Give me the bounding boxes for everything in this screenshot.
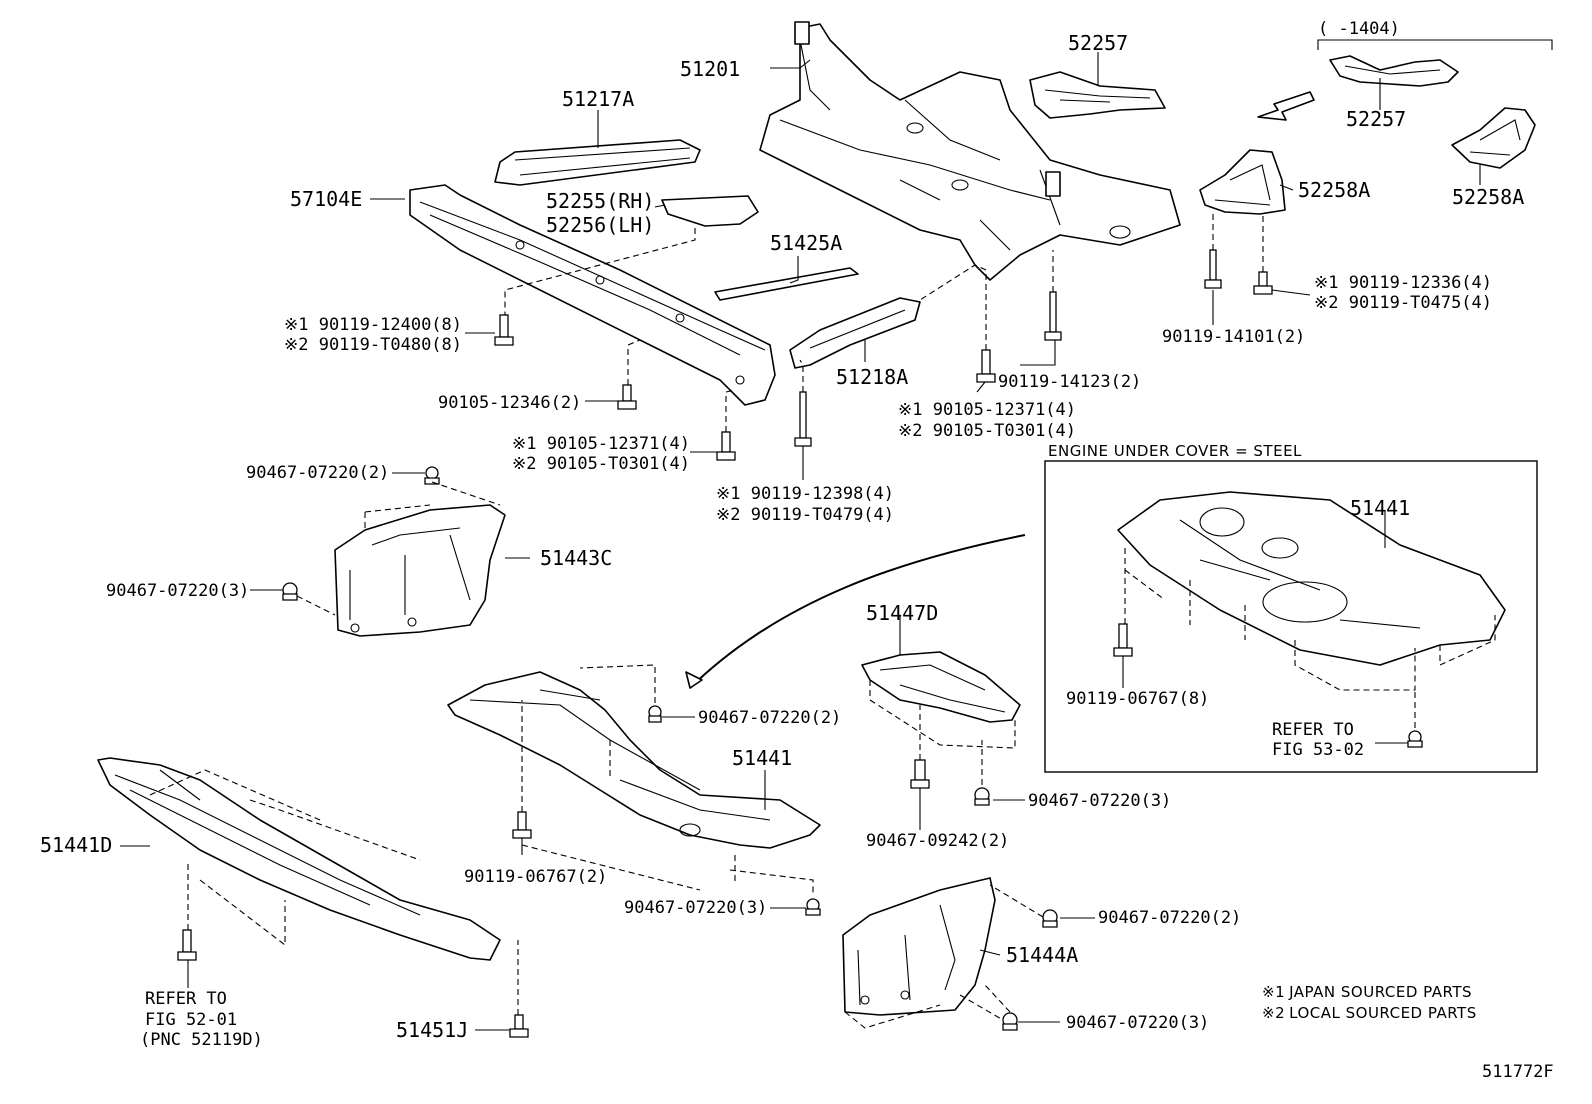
label-f-90119-12398: ※1 90119-12398(4) (716, 484, 894, 504)
refer-53-line1: REFER TO (1272, 720, 1354, 740)
label-51217A: 51217A (562, 87, 634, 111)
label-f-90119-14123: 90119-14123(2) (998, 372, 1141, 392)
label-52258A-alt: 52258A (1452, 185, 1524, 209)
label-57104E: 57104E (290, 187, 362, 211)
label-f-90467-07220-3c: 90467-07220(3) (1028, 791, 1171, 811)
cover-51441-steel-shape (1117, 491, 1506, 666)
bracket-52257-shape (1029, 71, 1166, 119)
cover-51447D-shape (861, 651, 1021, 723)
note-2-text: LOCAL SOURCED PARTS (1289, 1004, 1477, 1022)
label-f-90105-12346: 90105-12346(2) (438, 393, 581, 413)
label-f-90119-06767-8: 90119-06767(8) (1066, 689, 1209, 709)
plate-52255-shape (661, 195, 759, 227)
bolt-icons (177, 249, 1423, 1038)
label-f-90105-T0301-b: ※2 90105-T0301(4) (898, 421, 1076, 441)
label-52256: 52256(LH) (546, 213, 654, 237)
steel-cover-box (1044, 460, 1538, 773)
note-2-mark: ※2 (1262, 1004, 1285, 1022)
label-51441D: 51441D (40, 833, 112, 857)
label-f-90105-12371-a: ※1 90105-12371(4) (512, 434, 690, 454)
label-f-90119-14101: 90119-14101(2) (1162, 327, 1305, 347)
label-52255: 52255(RH) (546, 189, 654, 213)
brace-51217A-shape (494, 139, 701, 186)
label-f-90467-07220-3a: 90467-07220(3) (106, 581, 249, 601)
range-bracket (1317, 39, 1553, 50)
refer-53-line2: FIG 53-02 (1272, 740, 1364, 760)
leader-lines (120, 52, 1481, 1031)
label-f-90467-07220-2c: 90467-07220(2) (1098, 908, 1241, 928)
label-f-90467-07220-3b: 90467-07220(3) (624, 898, 767, 918)
refer-52-line3: (PNC 52119D) (140, 1030, 263, 1050)
note-1-mark: ※1 (1262, 983, 1285, 1001)
label-51443C: 51443C (540, 546, 612, 570)
bracket-52257-alt-shape (1329, 55, 1459, 87)
label-f-90119-T0479: ※2 90119-T0479(4) (716, 505, 894, 525)
bracket-52258A-shape (1199, 149, 1286, 215)
label-51441: 51441 (732, 746, 792, 770)
note-1-text: JAPAN SOURCED PARTS (1288, 983, 1472, 1001)
cover-51441-shape (447, 671, 821, 849)
bracket-52258A-alt-shape (1451, 107, 1536, 169)
label-52257: 52257 (1068, 31, 1128, 55)
label-51201: 51201 (680, 57, 740, 81)
label-52258A: 52258A (1298, 178, 1370, 202)
alignment-lines (149, 210, 1496, 1029)
crossmember-57104E-shape (409, 184, 776, 406)
crossmember-51201-shape (759, 21, 1181, 281)
label-f-90467-07220-2b: 90467-07220(2) (698, 708, 841, 728)
label-f-90467-07220-2a: 90467-07220(2) (246, 463, 389, 483)
label-f-90105-12371-b: ※1 90105-12371(4) (898, 400, 1076, 420)
label-f-90467-09242: 90467-09242(2) (866, 831, 1009, 851)
refer-52-line2: FIG 52-01 (145, 1010, 237, 1030)
label-f-90119-12336: ※1 90119-12336(4) (1314, 273, 1492, 293)
label-51444A: 51444A (1006, 943, 1078, 967)
brace-51218A-shape (789, 297, 921, 369)
cover-51443C-shape (334, 504, 506, 637)
label-f-90119-12400: ※1 90119-12400(8) (284, 315, 462, 335)
range-label: ( -1404) (1318, 19, 1400, 39)
spoiler-51441D-shape (97, 757, 501, 961)
figure-id: 511772F (1482, 1062, 1554, 1082)
label-51451J: 51451J (396, 1018, 468, 1042)
label-51425A: 51425A (770, 231, 842, 255)
label-f-90105-T0301-a: ※2 90105-T0301(4) (512, 454, 690, 474)
label-f-90119-06767-2: 90119-06767(2) (464, 867, 607, 887)
label-f-90467-07220-3d: 90467-07220(3) (1066, 1013, 1209, 1033)
refer-52-line1: REFER TO (145, 989, 227, 1009)
label-51218A: 51218A (836, 365, 908, 389)
label-51441-box: 51441 (1350, 496, 1410, 520)
label-51447D: 51447D (866, 601, 938, 625)
label-f-90119-T0475: ※2 90119-T0475(4) (1314, 293, 1492, 313)
cover-51444A-shape (842, 877, 996, 1016)
strip-51425A-shape (714, 267, 859, 301)
steel-cover-box-title: ENGINE UNDER COVER = STEEL (1048, 442, 1302, 460)
label-52257-alt: 52257 (1346, 107, 1406, 131)
label-f-90119-T0480: ※2 90119-T0480(8) (284, 335, 462, 355)
